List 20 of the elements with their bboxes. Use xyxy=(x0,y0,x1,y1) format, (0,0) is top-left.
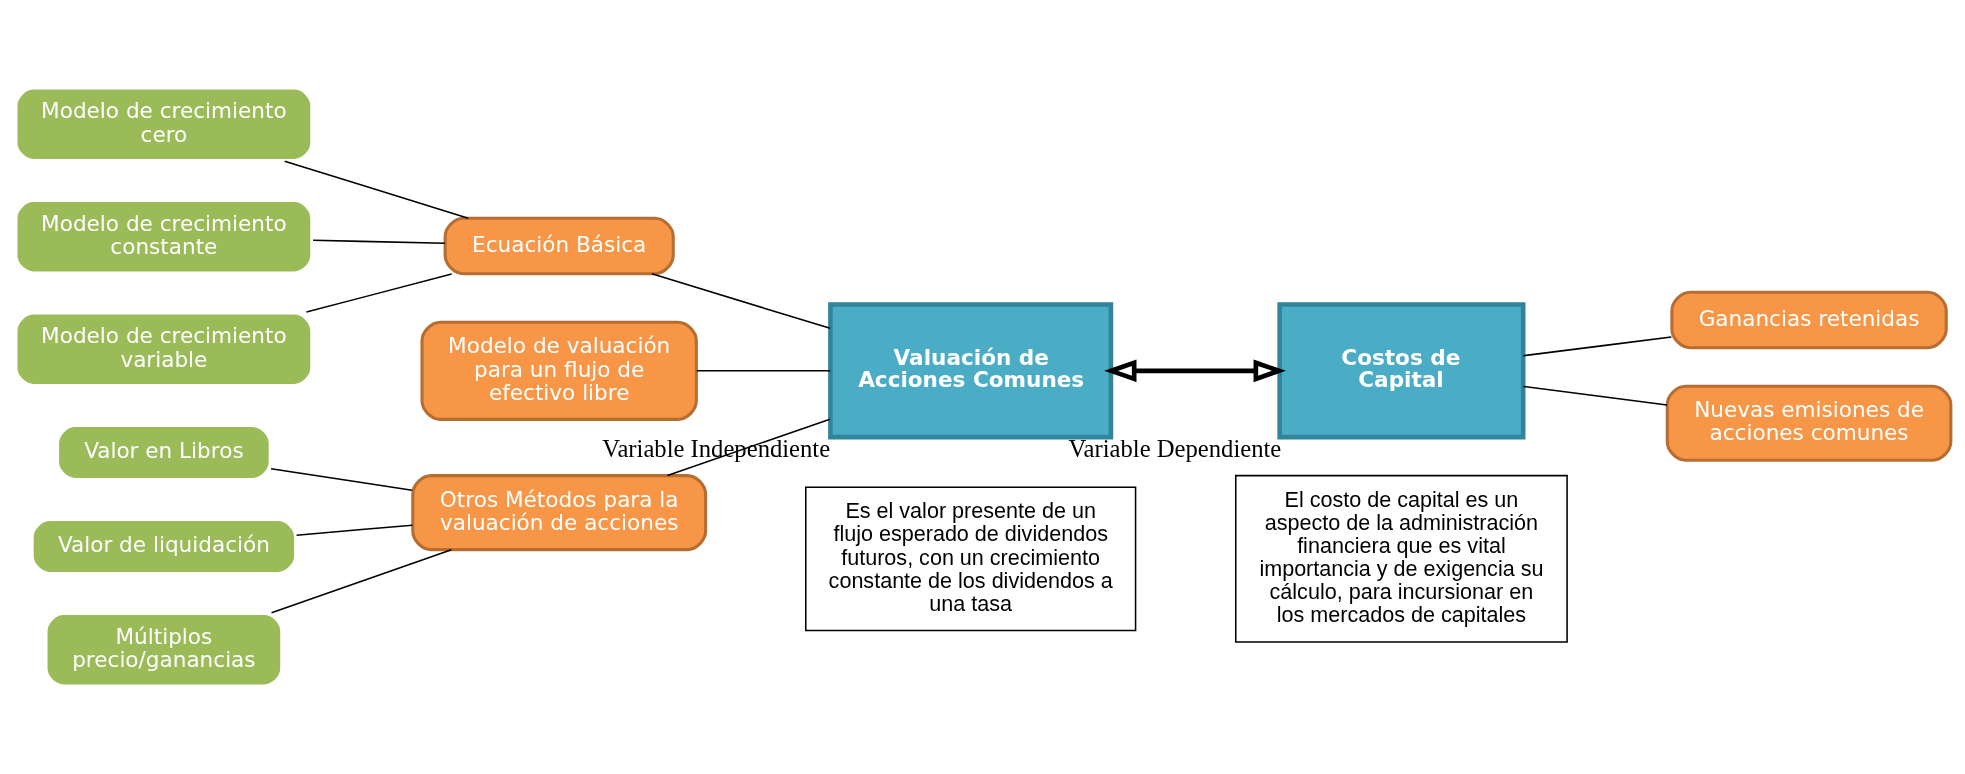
node-box: El costo de capital es un aspecto de la administración financiera que es vital importancia y de exigencia su cálculo, para incursionar en los mercados de capitales xyxy=(1234,474,1568,643)
connector xyxy=(283,160,469,219)
arrow xyxy=(1103,359,1286,383)
node-box: Otros Métodos para la valuación de acciones xyxy=(410,474,707,552)
connector xyxy=(311,239,446,245)
connector xyxy=(305,273,452,313)
node-box: Nuevas emisiones de acciones comunes xyxy=(1665,384,1952,462)
connector xyxy=(270,548,452,614)
node-box: Es el valor presente de un flujo esperado de dividendos futuros, con un crecimiento constante de los dividendos a una tasa xyxy=(804,486,1136,632)
node-box: Costos de Capital xyxy=(1276,302,1525,440)
node-box: Ecuación Básica xyxy=(443,216,675,276)
connector xyxy=(1522,336,1672,357)
connector xyxy=(1522,385,1668,406)
connector xyxy=(269,467,413,492)
node-box: Valuación de Acciones Comunes xyxy=(827,302,1113,440)
node-box: Modelo de valuación para un flujo de efectivo libre xyxy=(420,320,698,421)
node-box: Ganancias retenidas xyxy=(1669,290,1948,350)
connector xyxy=(650,273,831,330)
connector xyxy=(695,370,831,372)
connector xyxy=(295,524,413,536)
